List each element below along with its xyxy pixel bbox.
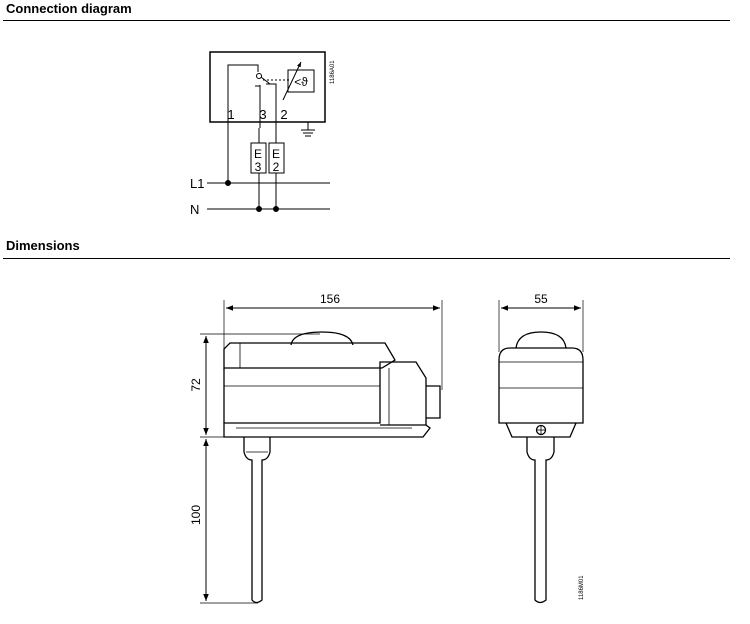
front-body <box>223 368 381 424</box>
setpoint-knob <box>290 331 354 346</box>
earth-screw-icon <box>535 424 547 436</box>
mounting-base <box>223 423 431 438</box>
sensor-symbol: <ϑ <box>294 75 308 89</box>
terminal-label-2: 2 <box>280 107 287 122</box>
side-sensor-stem <box>526 437 555 604</box>
load-e2-bottom: 2 <box>273 160 280 174</box>
sensor-stem <box>243 437 271 604</box>
device-side-view <box>498 331 584 604</box>
thermostat-housing <box>209 51 326 123</box>
dimensions-drawing-id: 1186M01 <box>579 575 585 600</box>
sensor-box <box>287 69 315 93</box>
device-front-view <box>223 331 441 604</box>
neutral-label: N <box>190 202 199 217</box>
junction-dot <box>256 206 262 212</box>
wire-terminal-2 <box>266 83 277 128</box>
connection-drawing-id: 1186A01 <box>330 60 336 84</box>
connection-diagram-title: Connection diagram <box>6 1 132 16</box>
load-e3-bottom: 3 <box>255 160 262 174</box>
terminal-label-3: 3 <box>259 107 266 122</box>
load-e3-top: E <box>254 147 262 161</box>
wire-terminal-1 <box>227 64 259 183</box>
title-rule <box>3 258 730 259</box>
stem-height-value: 100 <box>189 505 203 525</box>
title-rule <box>3 20 730 21</box>
width-value: 156 <box>320 292 340 306</box>
switch-pivot <box>256 73 262 79</box>
phase-label: L1 <box>190 176 204 191</box>
side-body <box>498 347 584 424</box>
dimensions-drawing <box>200 300 584 604</box>
side-width-value: 55 <box>534 292 548 306</box>
side-base <box>505 422 577 438</box>
terminal-label-1: 1 <box>227 107 234 122</box>
terminal-box <box>379 361 427 426</box>
dimensions-title: Dimensions <box>6 238 80 253</box>
switch-blade <box>260 76 271 85</box>
load-e2-top: E <box>272 147 280 161</box>
adjust-arrow-icon <box>282 61 302 101</box>
connection-diagram <box>207 51 330 212</box>
junction-dot <box>225 180 231 186</box>
housing-height-value: 72 <box>189 378 203 392</box>
junction-dot <box>273 206 279 212</box>
cable-gland <box>426 385 441 419</box>
side-knob <box>515 331 567 349</box>
front-cover-top <box>223 342 396 369</box>
